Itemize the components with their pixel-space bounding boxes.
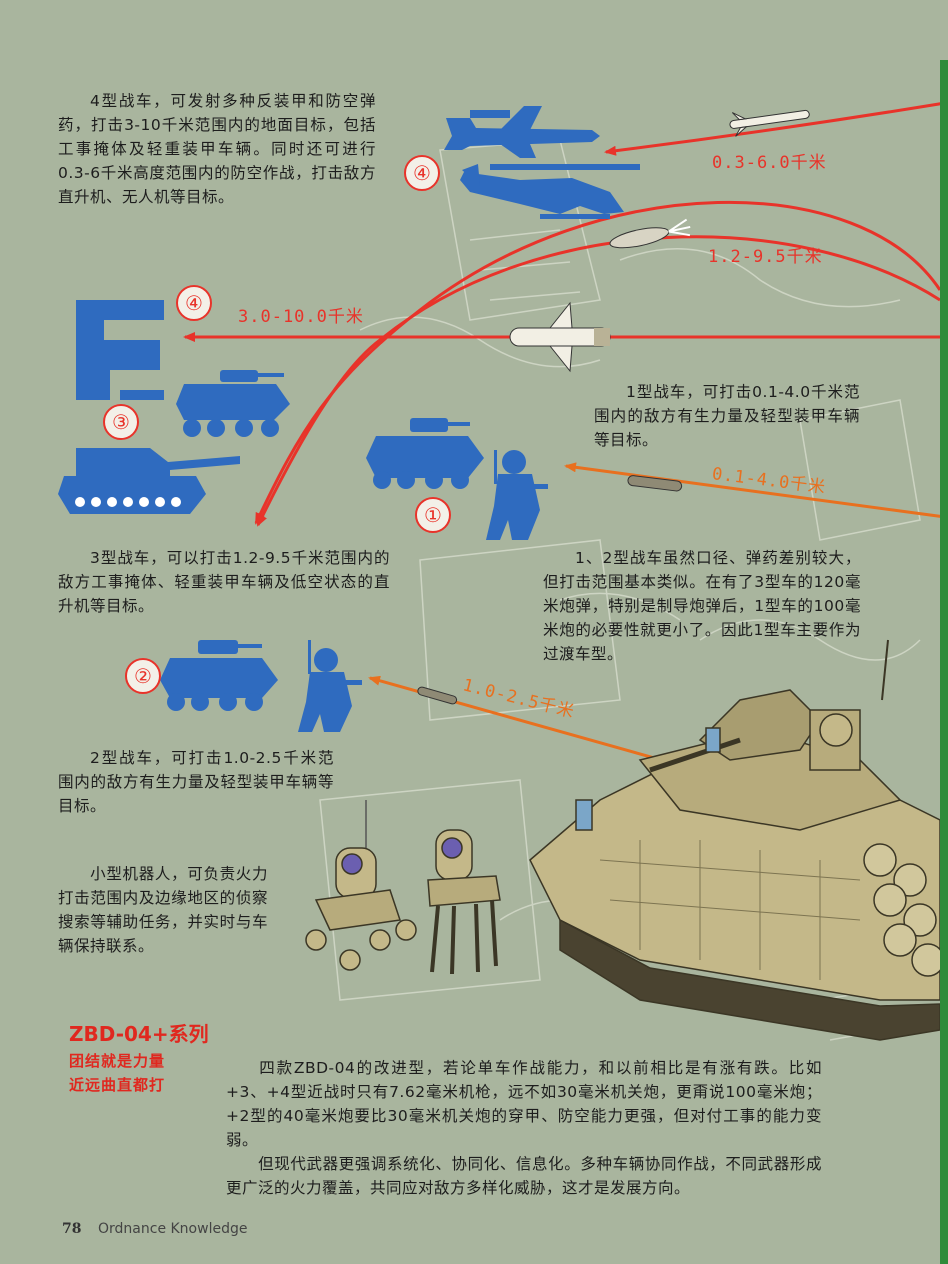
range-label-missile: 3.0-10.0千米 <box>238 307 364 327</box>
projectiles <box>417 109 810 705</box>
paragraph-type3-text: 3型战车，可以打击1.2-9.5千米范围内的敌方工事掩体、轻重装甲车辆及低空状态… <box>58 549 390 615</box>
legged-robot-icon <box>427 829 501 975</box>
page-edge-stripe <box>940 60 948 1264</box>
zbd04-vehicle-illustration <box>529 639 945 1041</box>
robot-illustrations <box>305 800 501 975</box>
circled-number-2: ② <box>125 658 161 694</box>
circled-number-1: ① <box>415 497 451 533</box>
sam-missile-icon <box>729 109 810 137</box>
armored-car-icon <box>176 370 290 437</box>
magazine-name: Ordnance Knowledge <box>98 1221 248 1237</box>
target-silhouettes <box>58 106 640 732</box>
air-defense-arrow <box>604 101 946 156</box>
circled-number-3: ③ <box>103 404 139 440</box>
series-title: ZBD-04+系列 <box>69 1022 209 1046</box>
drone-icon <box>444 106 600 158</box>
soldier-icon <box>486 450 548 540</box>
type1-shell-icon <box>627 475 683 492</box>
type2-shell-icon <box>417 686 458 705</box>
page-number: 78 <box>62 1221 82 1237</box>
wheeled-robot-icon <box>305 800 417 971</box>
main-body-text: 四款ZBD-04的改进型，若论单车作战能力，和以前相比是有涨有跌。比如+3、+4… <box>226 1056 822 1200</box>
paragraph-type12-text: 1、2型战车虽然口径、弹药差别较大，但打击范围基本类似。在有了3型车的120毫米… <box>543 549 861 663</box>
paragraph-type4-text: 4型战车，可发射多种反装甲和防空弹药，打击3-10千米范围内的地面目标，包括工事… <box>58 92 376 206</box>
armored-car-icon-2 <box>366 418 484 489</box>
range-label-mortar: 1.2-9.5千米 <box>708 247 823 267</box>
type1-arrow <box>564 462 946 519</box>
type3-arc-arrow <box>256 235 941 527</box>
series-subtitle-2: 近远曲直都打 <box>69 1076 166 1094</box>
paragraph-robot: 小型机器人，可负责火力打击范围内及边缘地区的侦察搜索等辅助任务，并实时与车辆保持… <box>58 862 268 958</box>
armored-car-icon-3 <box>160 640 278 711</box>
bunker-icon <box>76 300 164 400</box>
circled-number-4-top: ④ <box>404 155 440 191</box>
paragraph-type1: 1型战车，可打击0.1-4.0千米范围内的敌方有生力量及轻型装甲车辆等目标。 <box>594 380 860 452</box>
paragraph-robot-text: 小型机器人，可负责火力打击范围内及边缘地区的侦察搜索等辅助任务，并实时与车辆保持… <box>58 865 268 955</box>
main-paragraph-1: 四款ZBD-04的改进型，若论单车作战能力，和以前相比是有涨有跌。比如+3、+4… <box>226 1059 822 1149</box>
range-label-air-defense: 0.3-6.0千米 <box>712 153 827 173</box>
paragraph-type2: 2型战车，可打击1.0-2.5千米范围内的敌方有生力量及轻型装甲车辆等目标。 <box>58 746 334 818</box>
paragraph-type3: 3型战车，可以打击1.2-9.5千米范围内的敌方工事掩体、轻重装甲车辆及低空状态… <box>58 546 390 618</box>
paragraph-type1-text: 1型战车，可打击0.1-4.0千米范围内的敌方有生力量及轻型装甲车辆等目标。 <box>594 383 860 449</box>
guided-missile-icon <box>509 301 611 373</box>
main-battle-tank-icon <box>58 448 240 514</box>
soldier-icon-2 <box>298 640 362 732</box>
mortar-shell-icon <box>609 218 691 249</box>
helicopter-icon <box>460 164 640 219</box>
paragraph-type2-text: 2型战车，可打击1.0-2.5千米范围内的敌方有生力量及轻型装甲车辆等目标。 <box>58 749 334 815</box>
paragraph-type12: 1、2型战车虽然口径、弹药差别较大，但打击范围基本类似。在有了3型车的120毫米… <box>543 546 861 666</box>
paragraph-type4: 4型战车，可发射多种反装甲和防空弹药，打击3-10千米范围内的地面目标，包括工事… <box>58 89 376 209</box>
circled-number-4: ④ <box>176 285 212 321</box>
main-paragraph-2: 但现代武器更强调系统化、协同化、信息化。多种车辆协同作战，不同武器形成更广泛的火… <box>226 1155 822 1197</box>
series-subtitle-1: 团结就是力量 <box>69 1052 166 1070</box>
mortar-arc-arrow <box>254 200 942 525</box>
